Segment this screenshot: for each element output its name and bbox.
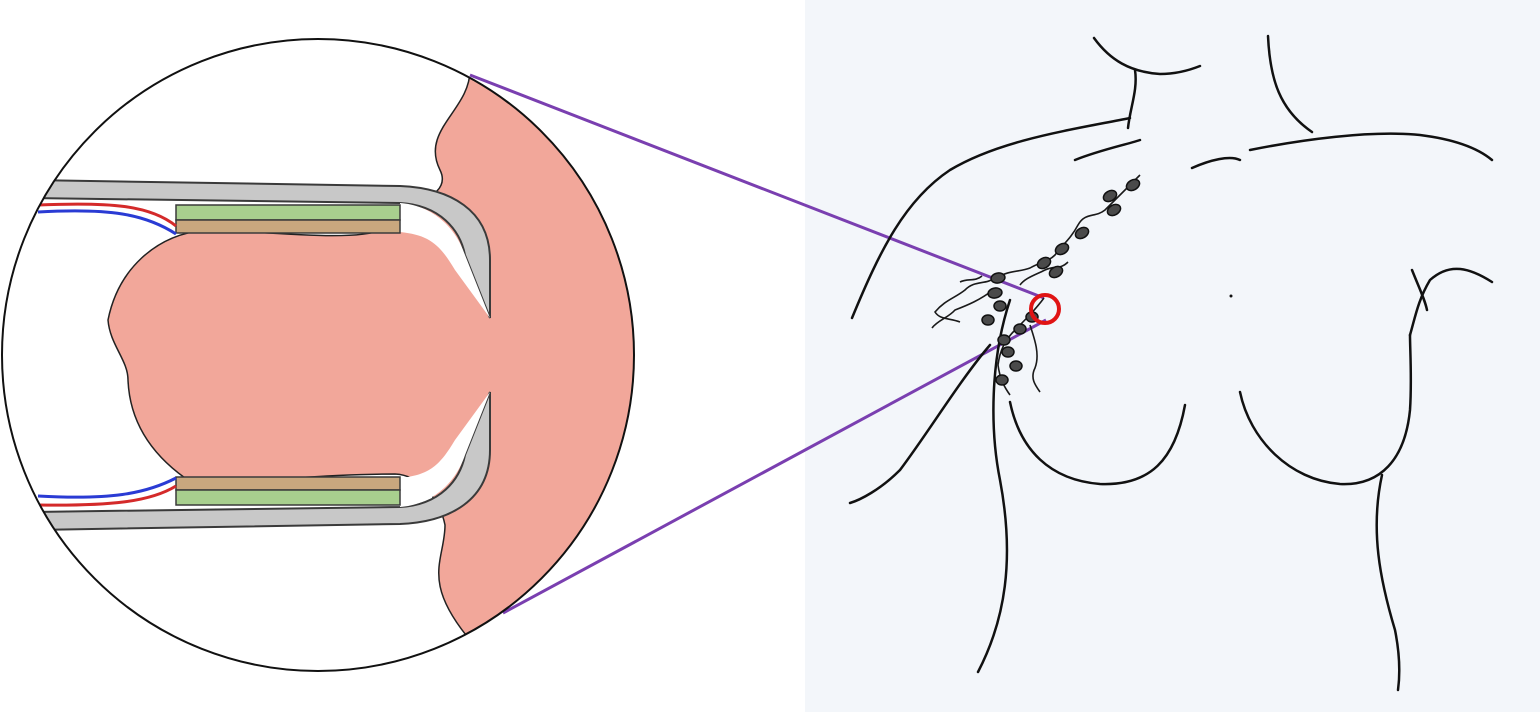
sensor-green-top — [175, 204, 401, 221]
sensor-tan-top — [175, 219, 401, 234]
torso-left-side — [976, 298, 1012, 674]
lymph-node — [1102, 189, 1118, 203]
lymph-node — [1009, 360, 1023, 372]
probe-shell-lower — [29, 391, 491, 532]
lymph-node — [1074, 226, 1090, 240]
lymph-node — [1013, 323, 1027, 335]
lymph-node — [981, 314, 995, 326]
neck-right — [1266, 34, 1314, 134]
lymph-vessel-5 — [1029, 324, 1041, 393]
probe-shell — [29, 178, 491, 319]
neck-left-lower — [1126, 68, 1137, 130]
wire-blue-bottom — [37, 476, 177, 499]
lymph-node — [995, 374, 1009, 386]
lymph-vessel-7 — [959, 275, 983, 283]
breast-right — [1238, 333, 1413, 486]
lymph-vessel-1 — [994, 174, 1141, 279]
probe-inner-gap-bottom — [400, 392, 490, 507]
magnified-view — [1, 38, 635, 672]
lymph-node — [1106, 203, 1122, 217]
lymph-node — [993, 300, 1007, 312]
shoulder-left — [850, 116, 1132, 320]
breast-left — [1008, 400, 1187, 486]
lymph-vessel-2 — [934, 277, 996, 323]
sternal-dot — [1229, 294, 1233, 298]
sensor-green-bottom — [175, 489, 401, 506]
probe-inner-gap-top — [400, 203, 490, 318]
shoulder-right — [1248, 132, 1494, 162]
highlight-ring — [1029, 293, 1061, 325]
callout-lines — [469, 73, 1047, 615]
lymph-node — [987, 287, 1003, 299]
lymph-node — [1054, 242, 1070, 256]
lymph-node — [1036, 256, 1052, 270]
lymph-node — [990, 272, 1006, 284]
wire-red-top — [37, 202, 177, 228]
magnifier-circle-outline — [1, 38, 635, 672]
arm-right — [1408, 267, 1494, 337]
lymph-vessel-6 — [1019, 261, 1069, 286]
wire-red-bottom — [37, 484, 177, 507]
lymph-node — [1125, 178, 1141, 192]
arm-right-outer — [1410, 268, 1429, 312]
sensor-tan-bottom — [175, 476, 401, 491]
clavicle-right — [1190, 156, 1242, 170]
lymph-node — [1001, 346, 1015, 358]
wire-blue-top — [37, 209, 177, 236]
lymph-node — [1048, 265, 1064, 279]
torso-right-side — [1375, 473, 1401, 692]
lymph-vessel-3 — [931, 289, 994, 329]
arm-left-inner — [848, 343, 992, 505]
clavicle-left — [1073, 138, 1142, 162]
neck-left — [1092, 36, 1202, 76]
lymph-node — [997, 334, 1011, 346]
torso-background — [805, 0, 1540, 712]
torso-drawing — [848, 34, 1494, 692]
callout-line-bottom — [502, 318, 1047, 615]
callout-line-top — [469, 73, 1045, 300]
